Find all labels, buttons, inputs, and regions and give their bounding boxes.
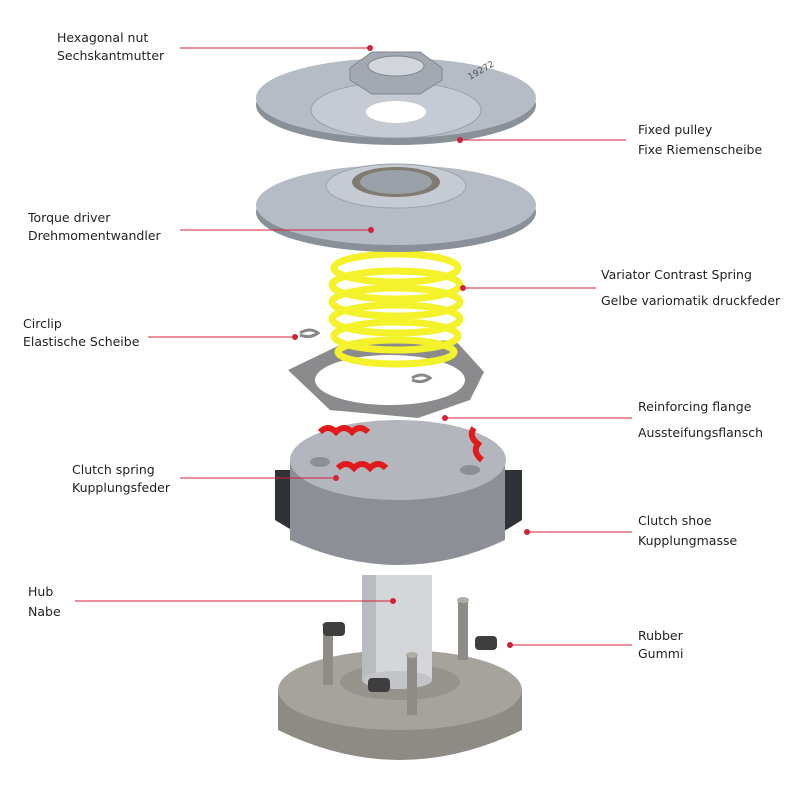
label-en: Rubber	[638, 628, 683, 643]
label-de: Gelbe variomatik druckfeder	[601, 293, 781, 308]
label-reinforcing-flange: Reinforcing flange Aussteifungsflansch	[638, 398, 763, 442]
clutch-springs	[317, 425, 484, 473]
leader-dots	[292, 45, 530, 648]
fixed-pulley: 19272	[256, 58, 536, 145]
label-en: Clutch spring	[72, 462, 155, 477]
label-hub: Hub Nabe	[28, 583, 61, 621]
hexagonal-nut	[349, 51, 443, 95]
label-en: Torque driver	[28, 210, 111, 225]
label-hexagonal-nut: Hexagonal nut Sechskantmutter	[57, 29, 164, 65]
variator-spring	[328, 250, 464, 368]
label-torque-driver: Torque driver Drehmomentwandler	[28, 209, 161, 245]
label-en: Fixed pulley	[638, 122, 713, 137]
label-variator-spring: Variator Contrast Spring Gelbe variomati…	[601, 266, 780, 310]
label-fixed-pulley: Fixed pulley Fixe Riemenscheibe	[638, 121, 762, 159]
hub	[362, 575, 432, 689]
clutch-shoes	[275, 420, 522, 565]
label-de: Nabe	[28, 604, 61, 619]
circlip-right	[411, 373, 433, 384]
label-de: Sechskantmutter	[57, 48, 165, 63]
label-circlip: Circlip Elastische Scheibe	[23, 315, 139, 351]
rubber-blocks	[323, 622, 497, 692]
label-en: Hexagonal nut	[57, 30, 149, 45]
label-de: Kupplungmasse	[638, 533, 738, 548]
label-clutch-shoe: Clutch shoe Kupplungmasse	[638, 512, 737, 550]
label-en: Clutch shoe	[638, 513, 712, 528]
label-en: Variator Contrast Spring	[601, 267, 752, 282]
label-rubber: Rubber Gummi	[638, 627, 683, 663]
label-de: Aussteifungsflansch	[638, 425, 764, 440]
label-de: Drehmomentwandler	[28, 228, 161, 243]
circlip-left	[299, 328, 321, 339]
label-de: Gummi	[638, 646, 684, 661]
label-de: Fixe Riemenscheibe	[638, 142, 763, 157]
label-en: Circlip	[23, 316, 62, 331]
torque-driver	[256, 163, 536, 252]
label-en: Reinforcing flange	[638, 399, 752, 414]
label-de: Kupplungsfeder	[72, 480, 170, 495]
label-de: Elastische Scheibe	[23, 334, 140, 349]
label-en: Hub	[28, 584, 54, 599]
leader-lines	[75, 47, 632, 646]
label-clutch-spring: Clutch spring Kupplungsfeder	[72, 461, 170, 497]
